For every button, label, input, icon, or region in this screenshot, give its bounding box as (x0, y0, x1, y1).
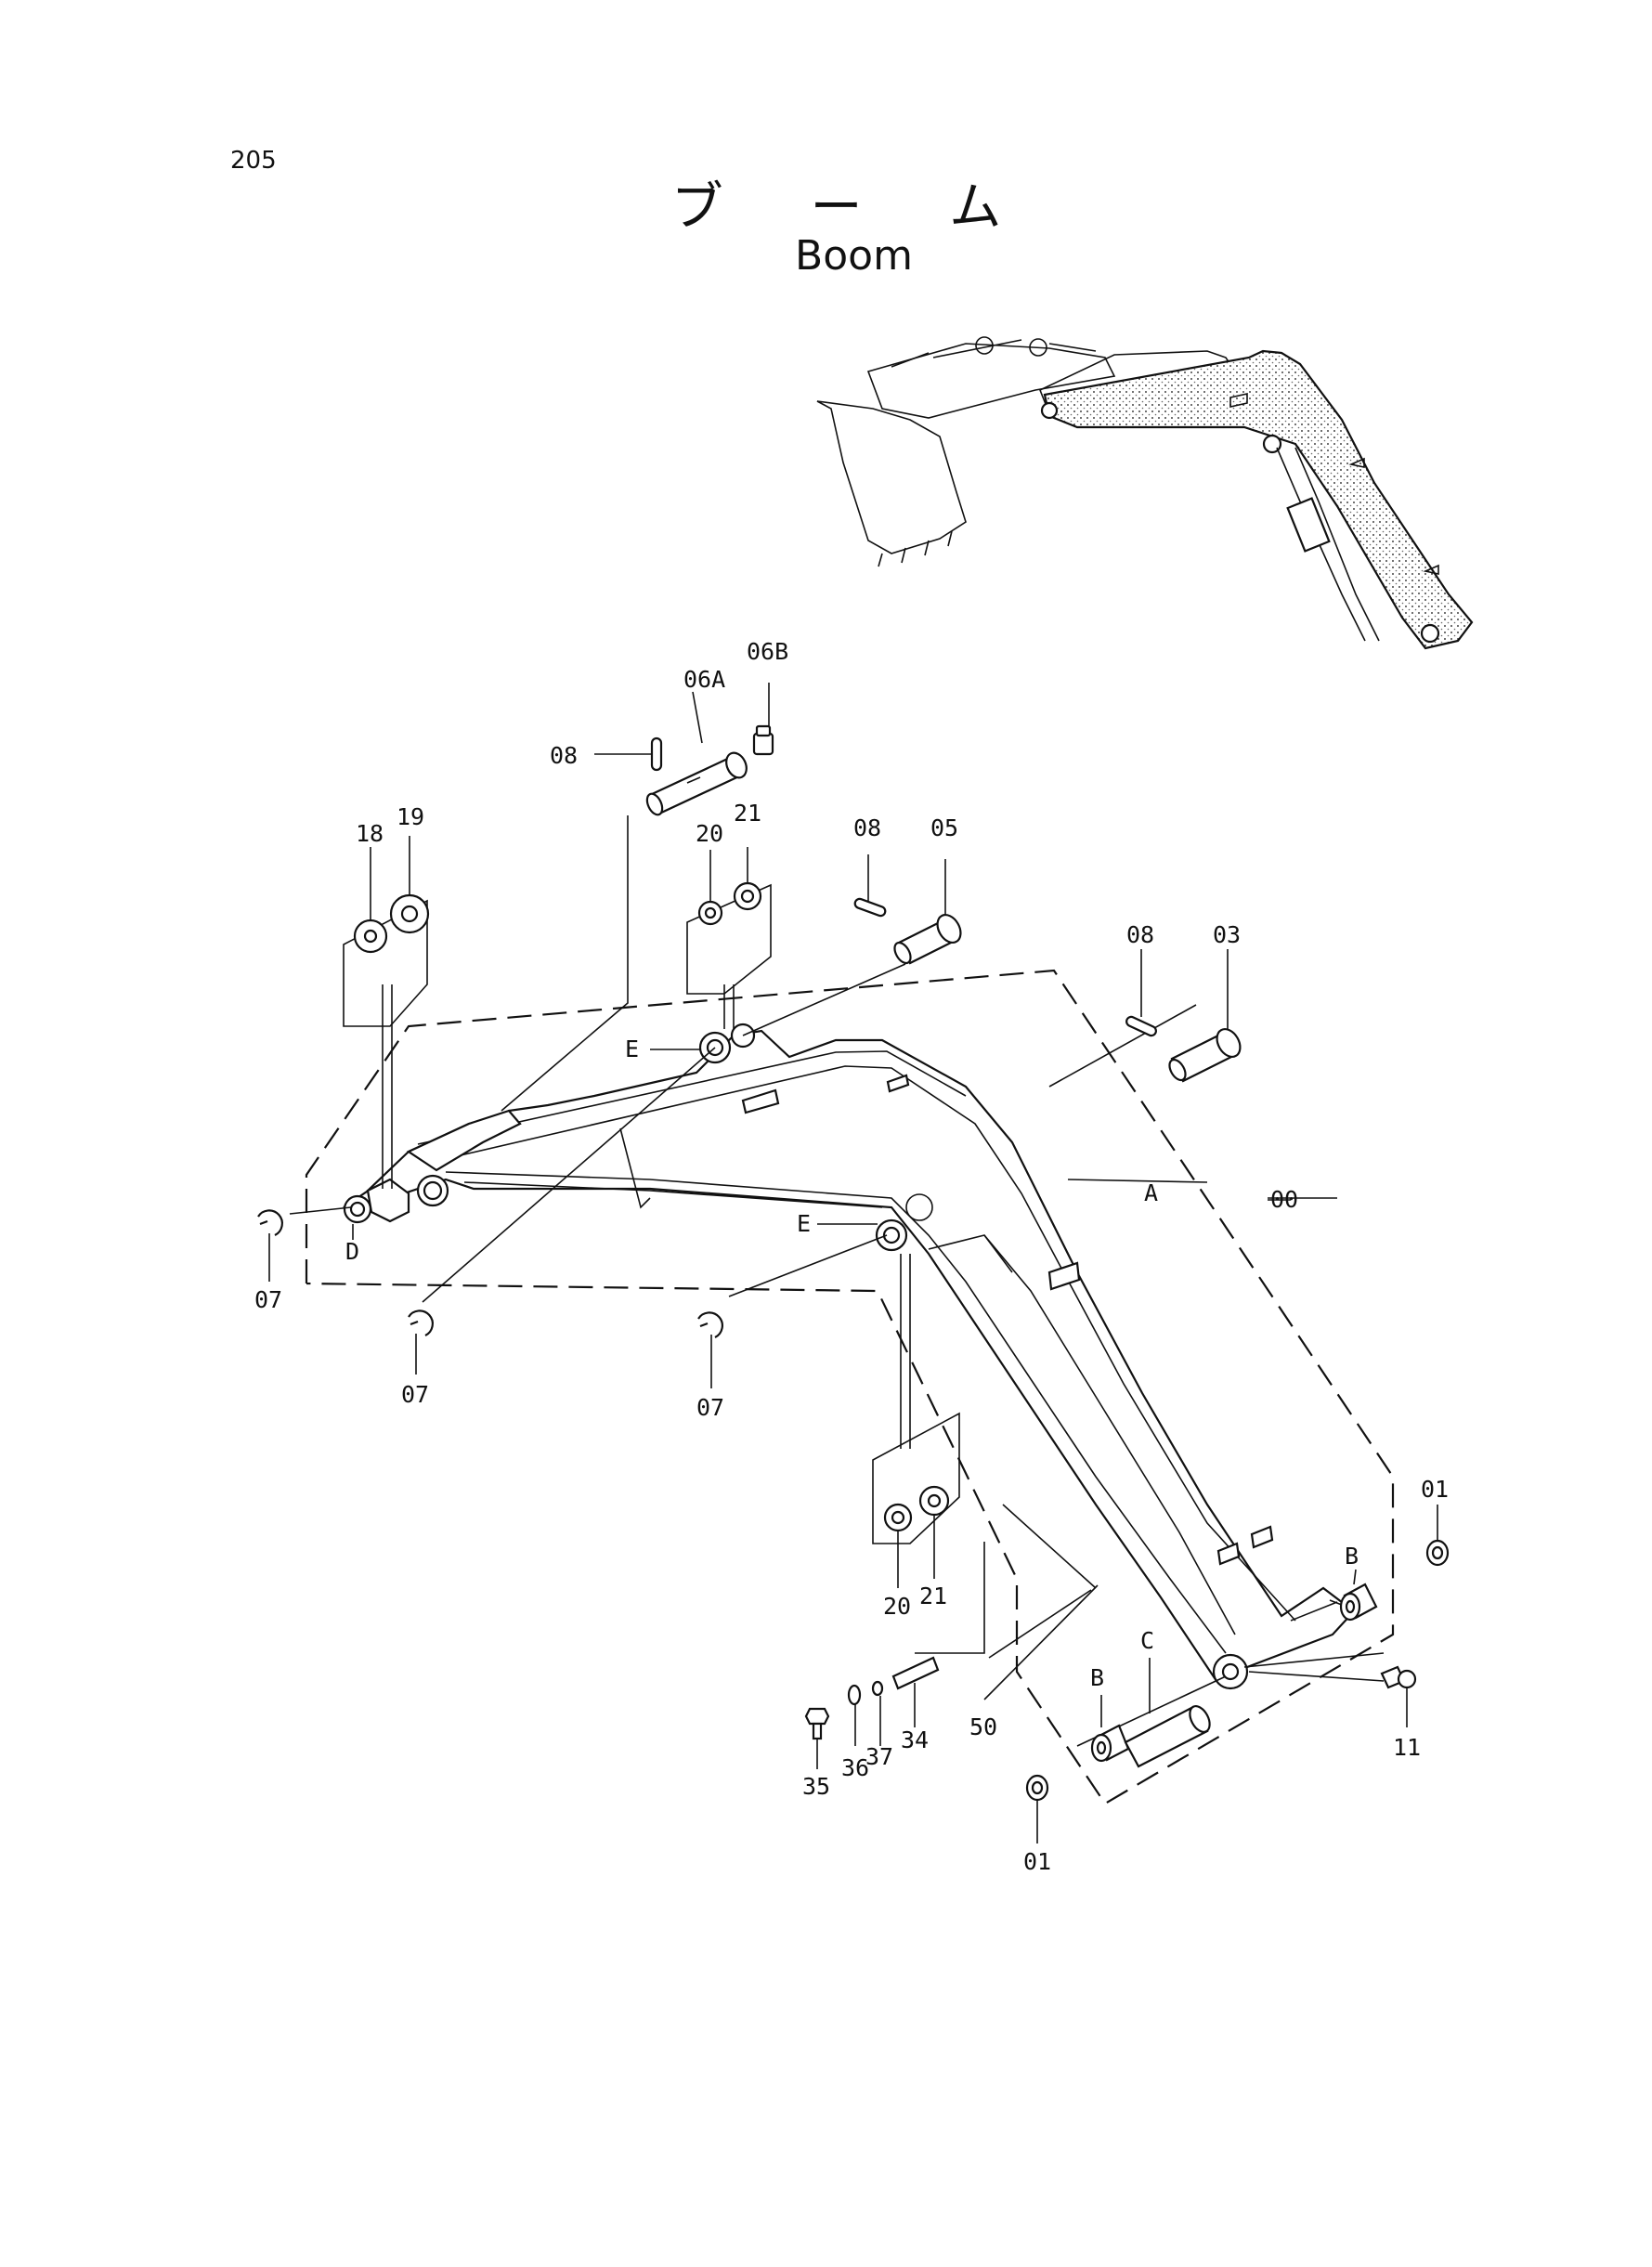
label-E-top: E (625, 1036, 639, 1062)
label-20-bottom: 20 (883, 1593, 911, 1620)
assembly-outline (305, 969, 1395, 1805)
label-36: 36 (841, 1754, 869, 1781)
washer-37 (871, 1680, 884, 1697)
label-34: 34 (901, 1726, 929, 1753)
label-20-top: 20 (696, 820, 723, 847)
label-19: 19 (397, 803, 424, 830)
pin-06A (645, 751, 748, 816)
title-english: Boom (795, 232, 913, 280)
label-00: 00 (1270, 1186, 1298, 1213)
label-35: 35 (802, 1773, 830, 1800)
washer-group-20-21-top (686, 881, 772, 995)
part-labels: 06B 06A 08 18 19 20 21 08 05 08 03 E A 0… (254, 638, 1449, 1875)
label-leaders (268, 683, 1438, 1844)
label-08-a: 08 (550, 742, 578, 769)
cotter-pin-08-c (1125, 1015, 1157, 1037)
label-37: 37 (865, 1743, 893, 1770)
pin-05 (893, 913, 962, 965)
snap-ring-07-a (257, 1209, 283, 1236)
grease-nipple-06B (752, 724, 774, 756)
snap-ring-07-b (408, 1309, 434, 1336)
pipe-C (1124, 1704, 1211, 1768)
page-number: 205 (230, 147, 277, 175)
label-05: 05 (930, 814, 958, 841)
cotter-pin-08-a (650, 736, 663, 772)
label-06A: 06A (683, 666, 725, 693)
washer-group-18-19 (343, 893, 430, 1027)
title-japanese: ブ ー ム (670, 177, 1037, 238)
label-D: D (345, 1238, 359, 1265)
label-A: A (1144, 1179, 1158, 1206)
label-50: 50 (969, 1713, 997, 1740)
excavator-thumbnail (816, 336, 1474, 650)
bushing-B-right (1339, 1583, 1378, 1622)
boom-main-body (343, 1023, 1356, 1690)
washer-36 (847, 1684, 862, 1706)
snap-ring-07-c (697, 1311, 723, 1338)
label-21-bottom: 21 (919, 1583, 947, 1609)
washer-01-left (1025, 1774, 1049, 1802)
plate-34 (891, 1656, 940, 1690)
label-21-top: 21 (734, 800, 761, 827)
label-18: 18 (356, 820, 384, 847)
label-06B: 06B (747, 638, 788, 665)
label-08-c: 08 (1126, 921, 1154, 948)
bushing-B-left (1090, 1724, 1130, 1763)
label-01-left: 01 (1023, 1848, 1051, 1875)
washer-01-right (1425, 1539, 1450, 1567)
leader-lines (289, 815, 1385, 1747)
pin-03 (1168, 1027, 1242, 1083)
label-11: 11 (1393, 1734, 1421, 1761)
label-07-b: 07 (401, 1381, 429, 1408)
bolt-35 (804, 1707, 830, 1740)
cotter-pin-08-b (853, 897, 887, 918)
grease-fitting-11 (1380, 1665, 1417, 1727)
label-E-mid: E (797, 1210, 811, 1237)
label-B-left: B (1090, 1664, 1104, 1691)
label-07-a: 07 (254, 1286, 282, 1313)
label-01-right: 01 (1421, 1476, 1449, 1503)
label-08-b: 08 (853, 814, 881, 841)
label-C: C (1140, 1627, 1154, 1654)
label-07-c: 07 (696, 1394, 724, 1421)
label-B-right: B (1345, 1543, 1359, 1570)
label-03: 03 (1213, 921, 1241, 948)
